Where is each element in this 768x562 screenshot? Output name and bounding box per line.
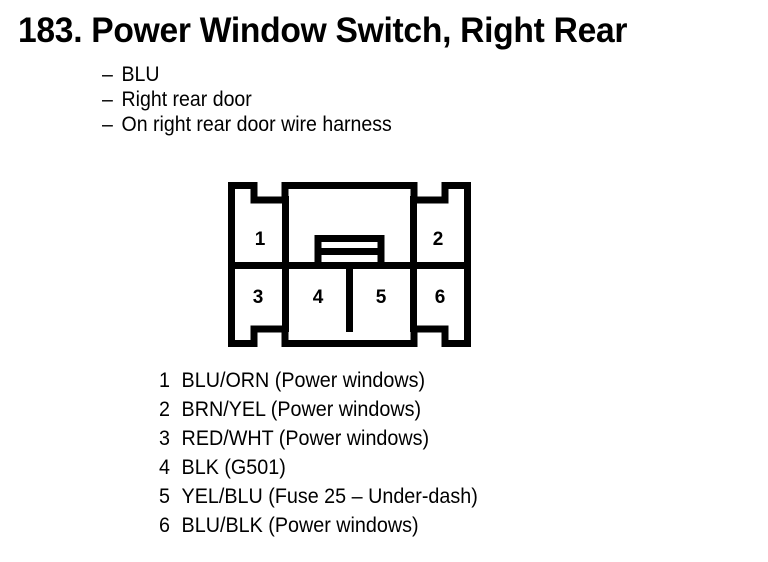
page-title: 183. Power Window Switch, Right Rear <box>18 11 628 50</box>
pin-number: 3 <box>159 427 170 450</box>
connector-outline-svg <box>228 182 471 347</box>
connector-pin-label-6: 6 <box>434 287 446 308</box>
pin-number: 6 <box>159 514 170 537</box>
bullet-dash: – <box>102 63 113 86</box>
pin-description: BLK (G501) <box>181 456 286 479</box>
pin-description: RED/WHT (Power windows) <box>181 427 430 450</box>
pin-description: BRN/YEL (Power windows) <box>181 398 422 421</box>
pin-number: 2 <box>159 398 170 421</box>
connector-body-path <box>228 182 471 347</box>
bullet-dash: – <box>102 113 113 136</box>
connector-pin-label-1: 1 <box>254 229 266 250</box>
bullet-dash: – <box>102 88 113 111</box>
connector-pin-label-4: 4 <box>312 287 324 308</box>
connector-pin-label-5: 5 <box>375 287 387 308</box>
pin-description: BLU/BLK (Power windows) <box>181 514 419 537</box>
pin-description: BLU/ORN (Power windows) <box>181 369 426 392</box>
pin-number: 4 <box>159 456 170 479</box>
bullet-label: On right rear door wire harness <box>121 113 392 136</box>
connector-diagram: 1 2 3 4 5 6 <box>228 182 471 347</box>
bullet-label: BLU <box>121 63 160 86</box>
bullet-label: Right rear door <box>121 88 252 111</box>
pin-description: YEL/BLU (Fuse 25 – Under-dash) <box>181 485 478 508</box>
pin-number: 5 <box>159 485 170 508</box>
connector-pin-label-2: 2 <box>432 229 444 250</box>
pin-number: 1 <box>159 369 170 392</box>
connector-pin-label-3: 3 <box>252 287 264 308</box>
